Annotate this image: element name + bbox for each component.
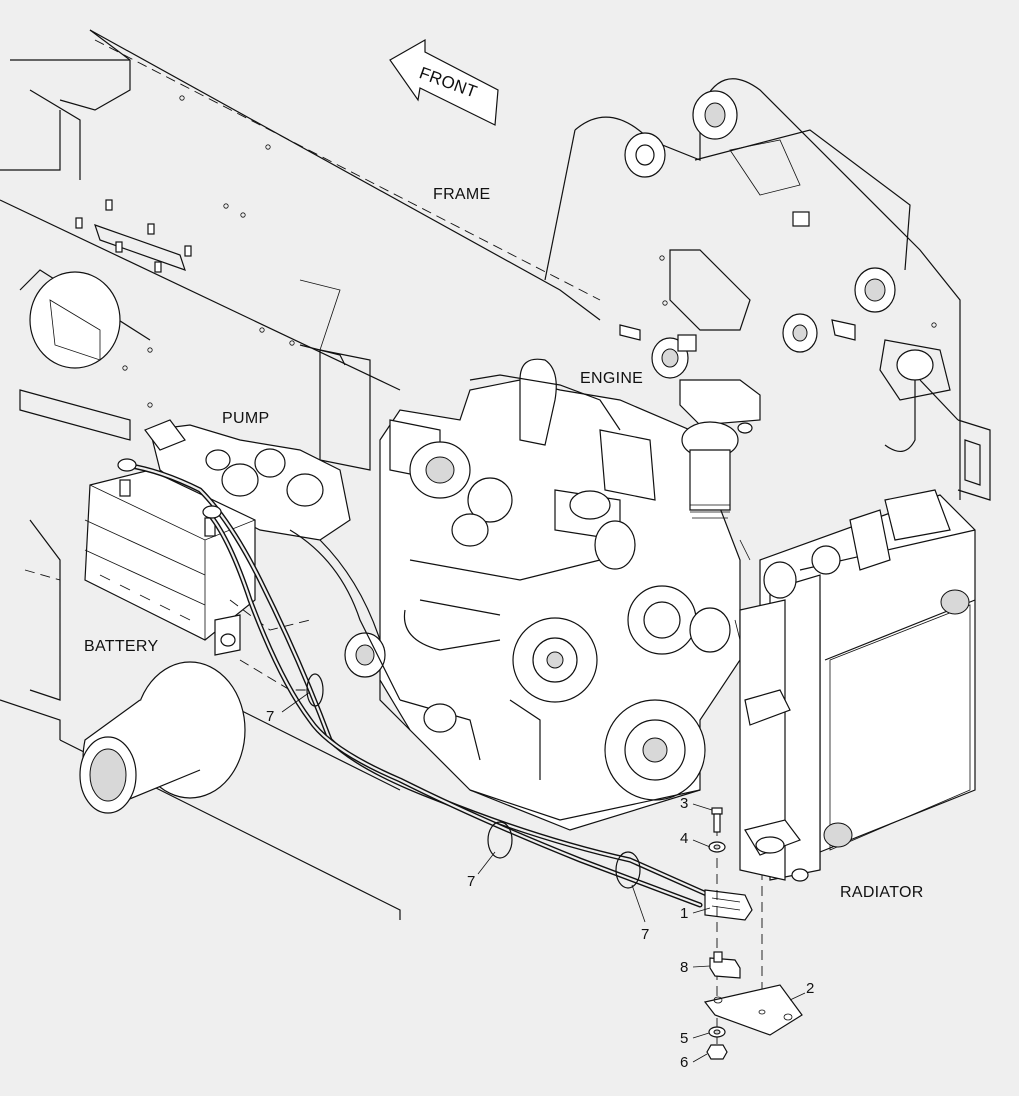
- callout-8: 8: [680, 959, 689, 976]
- callout-7-right: 7: [641, 926, 650, 943]
- callout-2: 2: [806, 980, 815, 997]
- callout-6: 6: [680, 1054, 689, 1071]
- pump-label: PUMP: [222, 410, 270, 427]
- callout-5: 5: [680, 1030, 689, 1047]
- battery-label: BATTERY: [84, 638, 159, 655]
- connector-hardware: [703, 807, 803, 1060]
- frame-drawing: [0, 29, 991, 920]
- battery-cable: [117, 458, 723, 908]
- front-arrow: [389, 38, 499, 126]
- callout-3: 3: [680, 795, 689, 812]
- axle-cone-drawing: [79, 661, 246, 814]
- radiator-drawing: [734, 489, 976, 882]
- engine-label: ENGINE: [580, 370, 644, 387]
- leader-lines: [281, 691, 806, 1063]
- callout-1: 1: [680, 905, 689, 922]
- engine-drawing: [144, 358, 761, 831]
- callout-4: 4: [680, 830, 689, 847]
- radiator-label: RADIATOR: [840, 884, 924, 901]
- frame-label: FRAME: [433, 186, 491, 203]
- callout-7-battery: 7: [266, 708, 275, 725]
- callout-7-middle: 7: [467, 873, 476, 890]
